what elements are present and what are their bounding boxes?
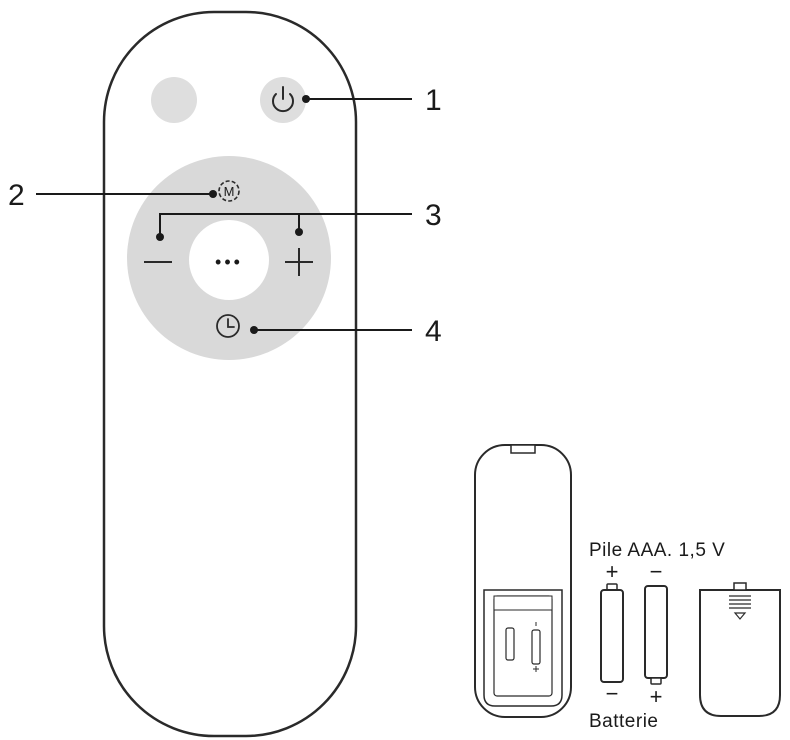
callout-1: 1 <box>302 84 442 117</box>
battery-2-bottom-sign: + <box>650 684 663 709</box>
battery-cover <box>699 582 781 717</box>
timer-button <box>216 314 240 338</box>
battery-2: − + <box>644 559 668 709</box>
remote-body <box>102 10 358 738</box>
power-button <box>260 77 306 123</box>
center-button-dots: ••• <box>215 252 243 272</box>
mode-icon <box>218 180 240 202</box>
callout-4-number: 4 <box>425 315 442 348</box>
battery-1-bottom-sign: − <box>606 681 619 706</box>
callout-2: 2 <box>8 179 217 212</box>
callout-3-number: 3 <box>425 199 442 232</box>
cover-grip-lines <box>729 595 751 609</box>
clock-icon <box>216 314 240 338</box>
callout-4: 4 <box>250 315 442 348</box>
inner-battery-1 <box>505 627 515 661</box>
power-icon <box>272 86 294 113</box>
battery-compartment <box>493 595 553 697</box>
battery-1-top-sign: + <box>606 559 619 584</box>
mode-button: M <box>218 180 240 202</box>
callout-1-number: 1 <box>425 84 442 117</box>
callout-3: 3 <box>156 199 442 241</box>
battery-1: + − <box>600 559 624 706</box>
battery-2-top-sign: − <box>650 559 663 584</box>
inner-battery-2 <box>531 629 541 665</box>
callout-2-number: 2 <box>8 179 25 212</box>
remote-back-view <box>474 444 572 718</box>
blank-button <box>151 77 197 123</box>
cover-arrow-icon <box>733 612 747 620</box>
plus-button <box>285 248 313 276</box>
center-button <box>189 220 269 300</box>
batterie-label: Batterie <box>589 711 658 732</box>
battery-spec-label: Pile AAA. 1,5 V <box>589 540 725 561</box>
mode-letter: M <box>224 184 235 199</box>
